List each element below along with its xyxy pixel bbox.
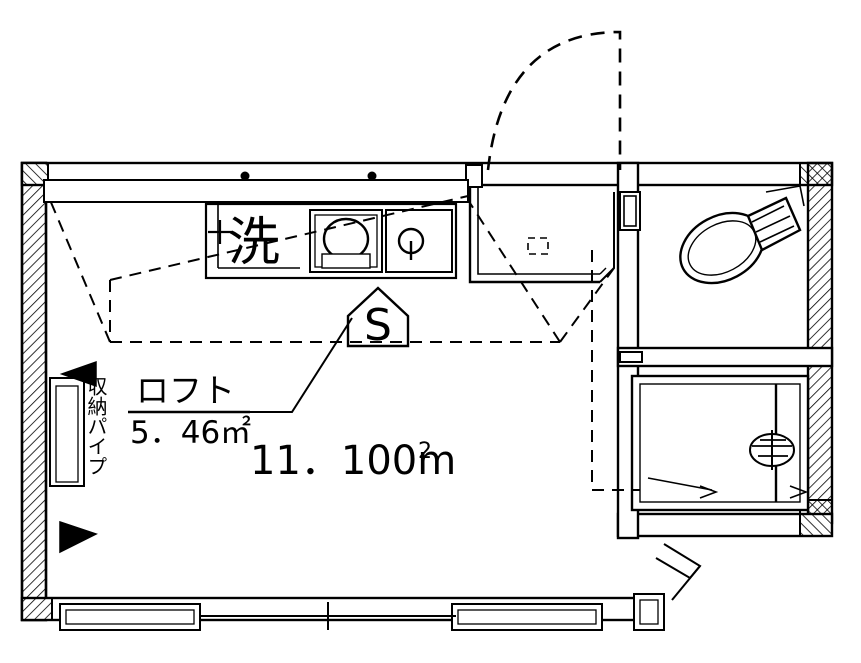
bath-arrow-icon [699, 485, 719, 499]
counter-dot-2 [367, 171, 377, 181]
direction-arrow-icon [59, 520, 98, 554]
entrance-door-line [671, 565, 701, 601]
wall-interior-horizontal [616, 346, 834, 368]
bath-floor-line [647, 477, 713, 491]
entry-mark [527, 237, 549, 255]
main-area-label: 11．100m [250, 438, 456, 484]
loft-name-label: ロフト [136, 371, 235, 410]
closet-icon [49, 377, 85, 487]
door-jamb-toilet-inner [623, 195, 637, 227]
closet-label: 収納パイプ [84, 376, 108, 476]
window-bottom-right-inner [457, 609, 597, 625]
stair-symbol-label: S [364, 300, 392, 351]
stair-icon [346, 286, 410, 348]
loft-area-label: 5．46㎡ [130, 415, 251, 451]
toilet-tank-lines [751, 205, 795, 243]
washer-label: 洗 [228, 213, 280, 273]
wall-bottom-left-hatch [21, 597, 53, 621]
washer-plus-mark [208, 220, 232, 244]
bath-arrow-icon-2 [789, 485, 809, 499]
main-area-exponent: 2 [418, 439, 432, 464]
wall-entry-partition [468, 185, 600, 284]
counter-dot-1 [240, 171, 250, 181]
entrance-door-swing [486, 30, 622, 171]
wall-left-exterior [20, 161, 48, 622]
window-corner-post-inner [639, 599, 659, 625]
wall-stub-bath [619, 351, 643, 363]
toilet-lid [765, 185, 805, 207]
sink-drainboard [321, 253, 371, 269]
walls-group: 洗 S ロフト 5．46㎡ 11．100m 2 収納パイプ [20, 30, 834, 631]
stove-icon [385, 209, 453, 273]
loft-projection-lines [49, 195, 561, 343]
closet-arrow-icon [59, 360, 97, 388]
entry-door-edge [599, 267, 607, 275]
bathroom-door-swing [591, 250, 640, 491]
window-bottom-left-inner [65, 609, 195, 625]
closet-inner [55, 385, 79, 483]
wall-top-left-hatch [21, 162, 49, 186]
wall-entry-partition-inner [477, 185, 600, 275]
kitchen-counter-back [43, 179, 469, 203]
entry-door-frame [599, 192, 615, 283]
loft-projection-right [559, 267, 615, 343]
washer-space-box [217, 205, 300, 269]
wall-entry-post [465, 164, 483, 188]
wall-right-exterior [806, 161, 834, 525]
